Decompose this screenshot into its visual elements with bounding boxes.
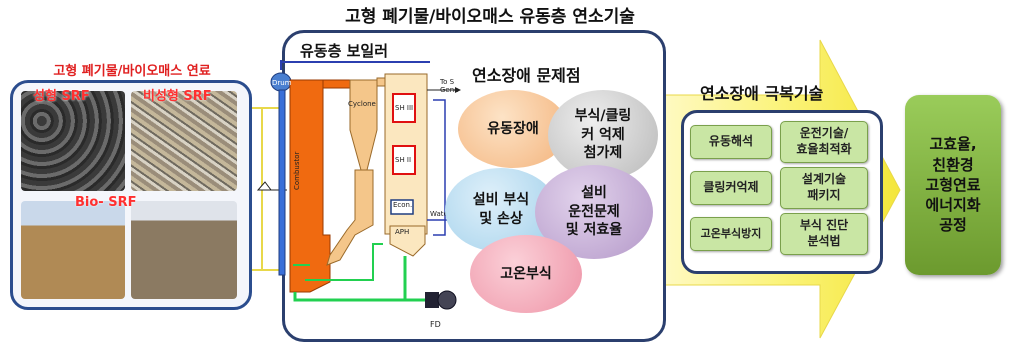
- sh3-label: SH III: [395, 104, 414, 112]
- tech-design: 설계기술 패키지: [780, 167, 868, 209]
- aph-label: APH: [395, 228, 410, 236]
- tech-operation: 운전기술/ 효율최적화: [780, 121, 868, 163]
- fd-fan-icon: [425, 292, 439, 308]
- bio-srf-image-2: [131, 201, 237, 299]
- overcome-title: 연소장애 극복기술: [700, 84, 824, 103]
- drum-label: Drum: [272, 79, 292, 87]
- overcome-panel: 유동해석 운전기술/ 효율최적화 클링커억제 설계기술 패키지 고온부식방지 부…: [681, 110, 883, 274]
- problems-title: 연소장애 문제점: [472, 66, 581, 85]
- boiler-title: 유동층 보일러: [300, 42, 389, 60]
- economizer-icon: [390, 199, 414, 215]
- sh2-icon: [392, 145, 416, 175]
- cyclone-icon: [349, 79, 378, 171]
- bio-srf-image-1: [21, 201, 125, 299]
- to-generator-label: To S Gene: [440, 78, 459, 95]
- fuel-label-bio: Bio- SRF: [75, 195, 137, 210]
- feed-symbol: [256, 181, 272, 191]
- aph-icon: [389, 225, 426, 257]
- econ-label: Econ.: [393, 201, 413, 209]
- fluff-srf-image: [131, 91, 237, 191]
- page-title: 고형 폐기물/바이오매스 유동층 연소기술: [345, 7, 635, 27]
- water-label: Water: [430, 210, 451, 218]
- tech-fluid-analysis: 유동해석: [690, 125, 772, 159]
- combustor-label: Combustor: [293, 151, 301, 190]
- tech-high-temp-corrosion: 고온부식방지: [690, 217, 772, 251]
- tech-corrosion-diagnosis: 부식 진단 분석법: [780, 213, 868, 255]
- problem-high-temp-corrosion: 고온부식: [470, 235, 582, 313]
- cyclone-label: Cyclone: [348, 100, 376, 108]
- fuel-label-fluff: 비성형 SRF: [143, 89, 212, 104]
- result-box: 고효율, 친환경 고형연료 에너지화 공정: [905, 95, 1001, 275]
- fd-label: FD: [430, 320, 441, 329]
- pellet-srf-image: [21, 91, 125, 191]
- tech-clinker: 클링커억제: [690, 171, 772, 205]
- fuel-panel: 성형 SRF 비성형 SRF Bio- SRF: [10, 80, 252, 310]
- fuel-label-pellet: 성형 SRF: [33, 89, 90, 104]
- sh3-icon: [392, 93, 416, 123]
- fuel-title: 고형 폐기물/바이오매스 연료: [53, 64, 211, 79]
- sh2-label: SH II: [395, 156, 412, 164]
- boiler-schematic: [256, 60, 461, 310]
